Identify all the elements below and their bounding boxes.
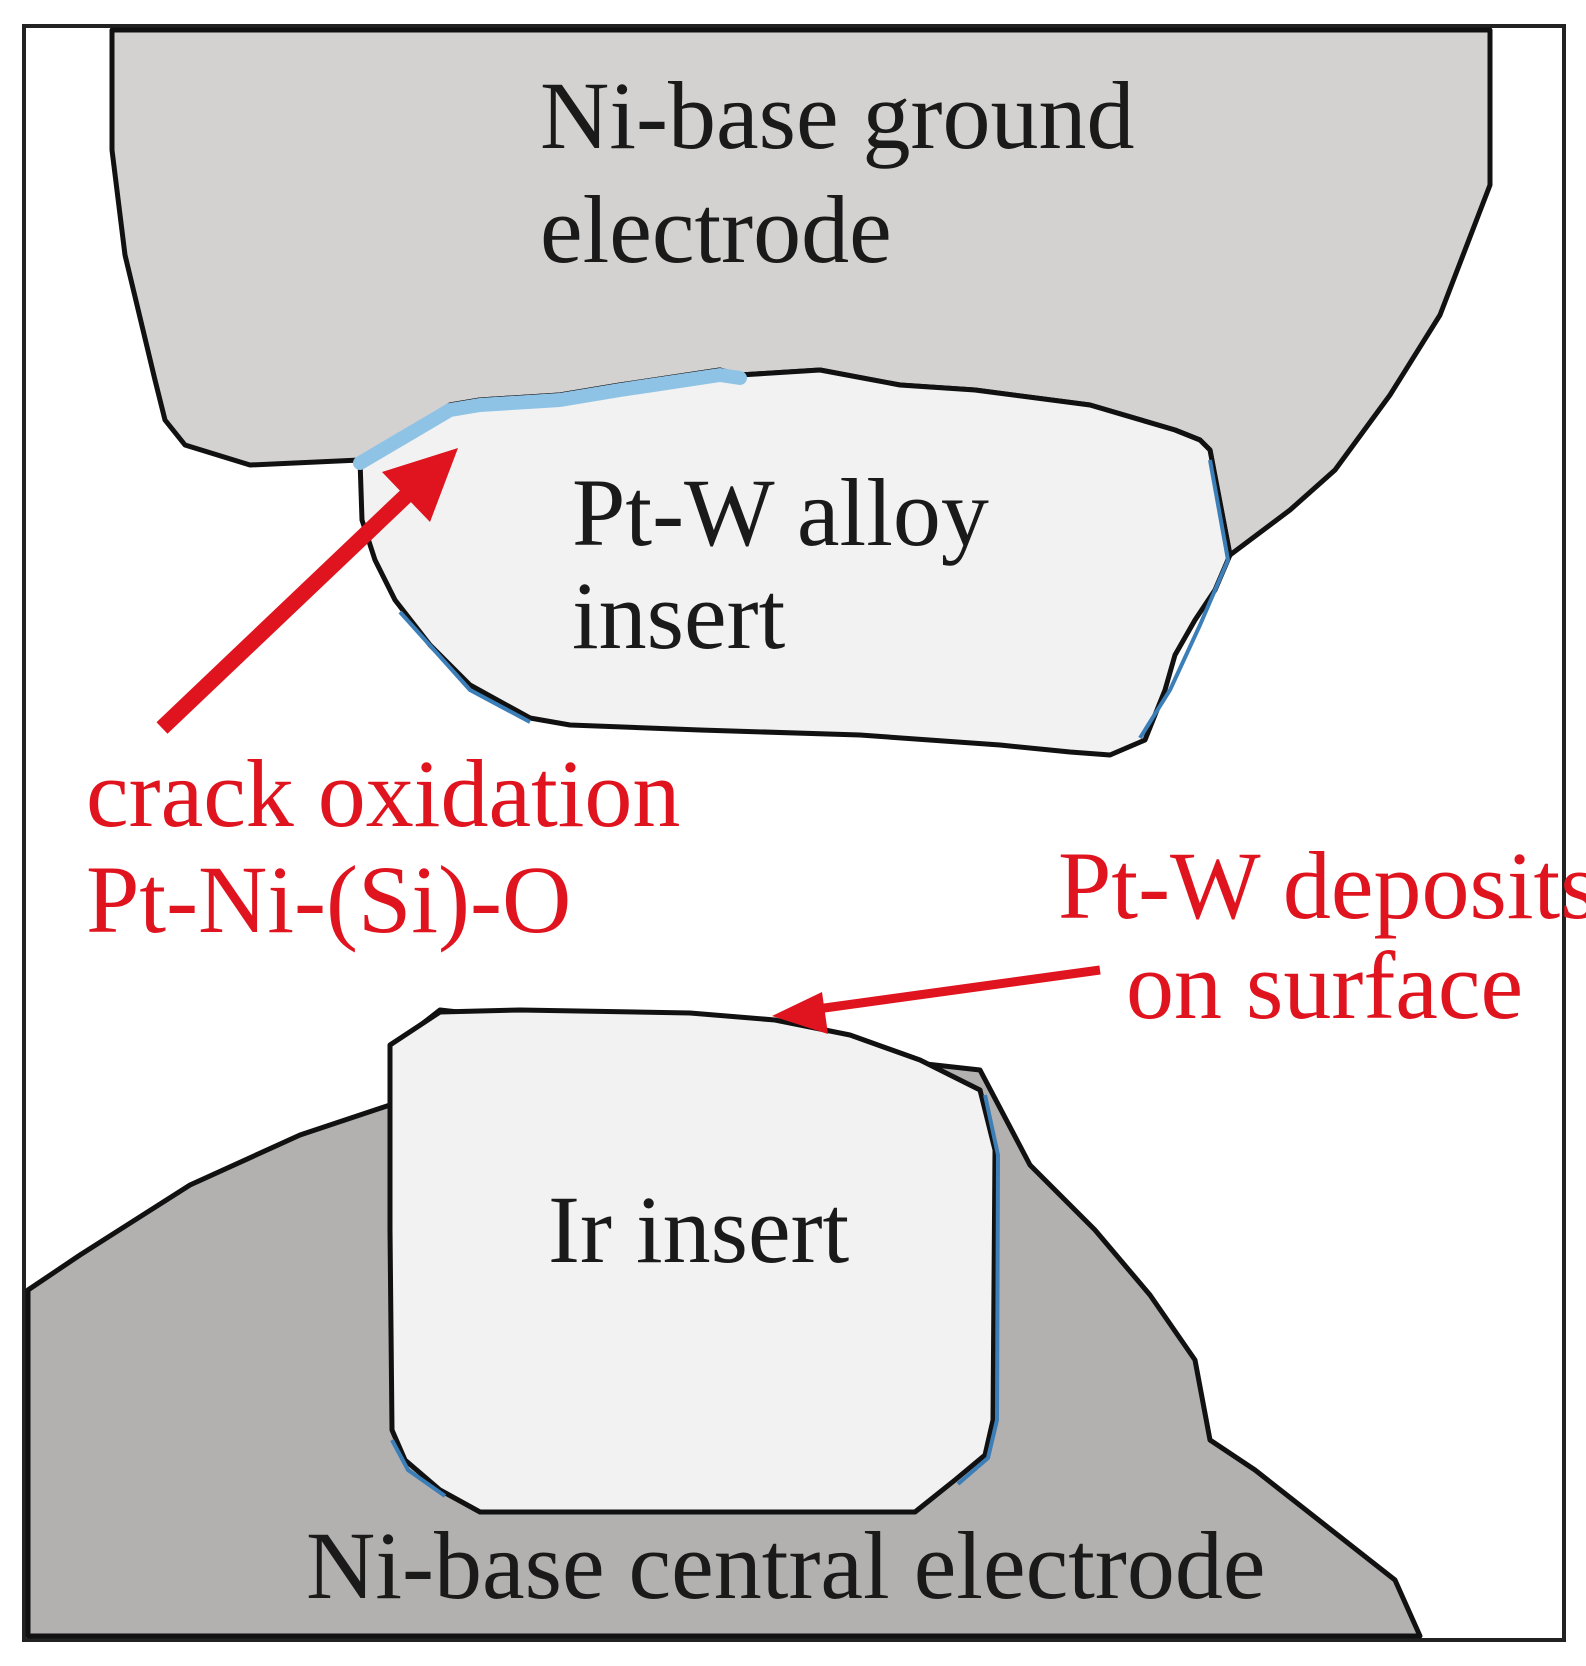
ptw-insert-deposit-edge <box>1138 459 1230 740</box>
central-electrode-label: Ni-base central electrode <box>306 1512 1265 1619</box>
crack-oxidation-label-line-1: crack oxidation <box>86 740 680 847</box>
ir-insert-label: Ir insert <box>548 1176 850 1283</box>
crack-oxidation-label-line-2: Pt-Ni-(Si)-O <box>86 846 571 953</box>
ground-electrode-label: Ni-base ground electrode <box>540 62 1159 283</box>
ptw-deposits-label-line-1: Pt-W deposits <box>1058 832 1586 939</box>
ir-insert-left-deposit-edge <box>390 1439 447 1498</box>
ptw-insert-bottom-deposit-edge <box>398 610 531 724</box>
ptw-insert-label-line-1: Pt-W alloy <box>572 459 989 566</box>
ptw-deposits-label-line-2: on surface <box>1126 932 1523 1039</box>
crack-oxidation-layer <box>353 368 747 470</box>
ground-electrode-label-line-1: Ni-base ground <box>540 62 1135 169</box>
crack-oxidation-label: crack oxidation Pt-Ni-(Si)-O <box>86 740 704 953</box>
ir-insert-shape <box>387 1007 998 1515</box>
ptw-deposits-label: Pt-W deposits on surface <box>1058 832 1586 1039</box>
ptw-insert-label-line-2: insert <box>572 562 786 669</box>
crack-oxidation-arrow <box>156 448 458 734</box>
ptw-insert-label: Pt-W alloy insert <box>572 459 1013 669</box>
ir-insert-deposit-edge <box>956 1094 1000 1486</box>
ptw-deposits-arrow <box>772 965 1101 1034</box>
ground-electrode-label-line-2: electrode <box>540 176 892 283</box>
